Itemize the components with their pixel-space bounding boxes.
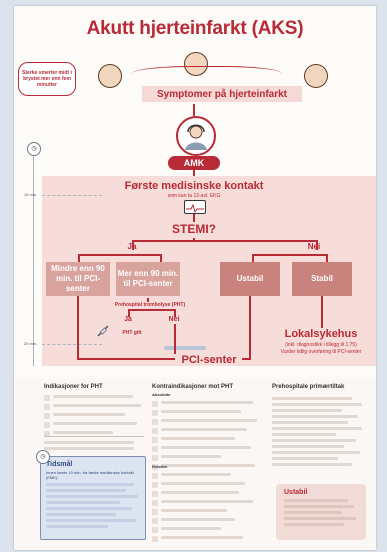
relative-heading: Relative [152,464,168,469]
arrow-down-icon [249,296,251,358]
arrow-left-icon [242,358,251,360]
arrow-down-icon [321,296,323,328]
stemi-branch-lines [132,240,318,250]
first-contact-title: Første medisinske kontakt [124,180,264,192]
symptom-banner: Symptomer på hjerteinfarkt [142,86,302,102]
box-ustabil: Ustabil [220,262,280,296]
time-tick-20 [42,344,102,345]
branch-nei: Nei [307,242,321,251]
stemi-question: STEMI? [172,222,216,236]
symptom-speech-bubble: Sterke smerter midt i brystet mer enn fe… [18,62,76,96]
branch-nei-sub: Nei [168,316,180,323]
lokalsykehus-title: Lokalsykehus [284,328,358,340]
relative-list [152,470,262,545]
trombolyse-split-lines [128,309,176,317]
ustabil-info-box: Ustabil [276,484,366,540]
arrow-down-icon [193,214,195,222]
arrow-down-icon [147,298,149,302]
page-title: Akutt hjerteinfarkt (AKS) [86,18,304,39]
box-more-than-90-min: Mer enn 90 min. til PCI-senter [116,262,180,296]
indikasjoner-list [44,392,144,440]
amk-label: AMK [168,156,220,170]
pci-senter: PCI-senter [181,354,237,366]
first-contact-subtitle: som kan ta 12-avl. EKG [167,193,221,199]
kontraindikasjoner-heading: Kontraindikasjoner mot PHT [152,384,234,390]
clock-icon: ◷ [36,450,50,464]
pht-gitt: PHT gitt [122,330,142,336]
box-stabil: Stabil [292,262,352,296]
tidsmal-box: Tidsmål Innen første 10 min. fra første … [40,456,146,540]
prehospital-trombolyse: Prehospital trombolyse (PHT) [114,302,186,308]
amk-operator-icon [176,116,216,156]
lokalsykehus-subtitle: (inkl. diagnostikk i tillegg til 1.75) [285,342,357,348]
box-less-than-90-min: Mindre enn 90 min. til PCI-senter [46,262,110,296]
timeline [33,146,34,366]
symptom-arc-icon [132,66,282,85]
time-tick-10 [42,195,102,196]
tidsmal-title: Tidsmål [46,461,73,468]
nei-split-lines [252,254,328,262]
absolutte-heading: Absolutte [152,392,171,397]
indikasjoner-heading: Indikasjoner for PHT [44,384,103,390]
patient-face-icon [304,64,328,88]
syringe-icon [96,324,110,338]
patient-face-icon [98,64,122,88]
lokalsykehus-note: Vurder tidlig overføring til PCI-senter [280,349,362,355]
ecg-monitor-icon [184,200,206,214]
arrow-down-icon [193,238,195,241]
arrow-right-icon [77,358,175,360]
ja-split-lines [78,254,162,262]
prehospitale-list [272,394,368,469]
tidsmal-subtitle: Innen første 10 min. fra første medisins… [46,470,134,480]
pht-dose-table [44,436,144,453]
absolutte-list [152,398,262,473]
ustabil-info-title: Ustabil [284,489,308,496]
arrow-down-icon [193,170,195,178]
time-label-10: 10 min. [24,192,38,197]
branch-ja: Ja [127,242,137,251]
time-label-20: 20 min. [24,341,38,346]
branch-ja-sub: Ja [124,316,132,323]
poster: Akutt hjerteinfarkt (AKS) Sterke smerter… [14,6,376,550]
arrow-down-icon [174,324,176,354]
arrow-down-icon [193,104,195,116]
catheter-icon [164,346,206,350]
clock-icon: ◷ [27,142,41,156]
prehospitale-heading: Prehospitale primærtiltak [272,384,345,390]
arrow-down-icon [77,296,79,358]
